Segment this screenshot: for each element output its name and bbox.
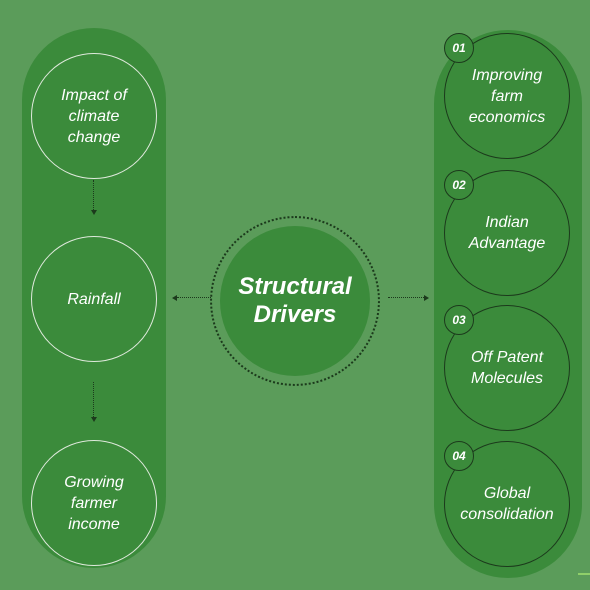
left-chain-label-3: Growing farmer income (64, 473, 124, 533)
driver-number-badge-1: 01 (444, 33, 474, 63)
left-chain-label-1: Impact of climate change (61, 86, 127, 146)
driver-number-badge-2: 02 (444, 170, 474, 200)
driver-circle-2: Indian Advantage (444, 170, 570, 296)
corner-accent-mark (578, 573, 590, 575)
left-arrow-icon (172, 295, 177, 301)
left-chain-circle-1: Impact of climate change (31, 53, 157, 179)
driver-circle-3: Off Patent Molecules (444, 305, 570, 431)
driver-label-2: Indian Advantage (468, 214, 546, 252)
center-dotted-ring (210, 216, 380, 386)
center-node: Structural Drivers (220, 226, 370, 376)
left-chain-label-2: Rainfall (67, 290, 121, 308)
down-connector-1 (93, 180, 94, 210)
driver-label-3: Off Patent Molecules (470, 349, 544, 387)
down-arrow-1-icon (91, 210, 97, 215)
center-to-left-connector (177, 297, 211, 298)
center-title: Structural Drivers (238, 273, 352, 328)
left-chain-circle-2: Rainfall (31, 236, 157, 362)
center-to-right-connector (388, 297, 424, 298)
driver-label-4: Global consolidation (460, 485, 554, 523)
left-chain-circle-3: Growing farmer income (31, 440, 157, 566)
down-connector-2 (93, 382, 94, 417)
down-arrow-2-icon (91, 417, 97, 422)
right-arrow-icon (424, 295, 429, 301)
driver-circle-1: Improving farm economics (444, 33, 570, 159)
driver-circle-4: Global consolidation (444, 441, 570, 567)
driver-label-1: Improving farm economics (468, 66, 546, 126)
driver-number-badge-3: 03 (444, 305, 474, 335)
driver-number-badge-4: 04 (444, 441, 474, 471)
